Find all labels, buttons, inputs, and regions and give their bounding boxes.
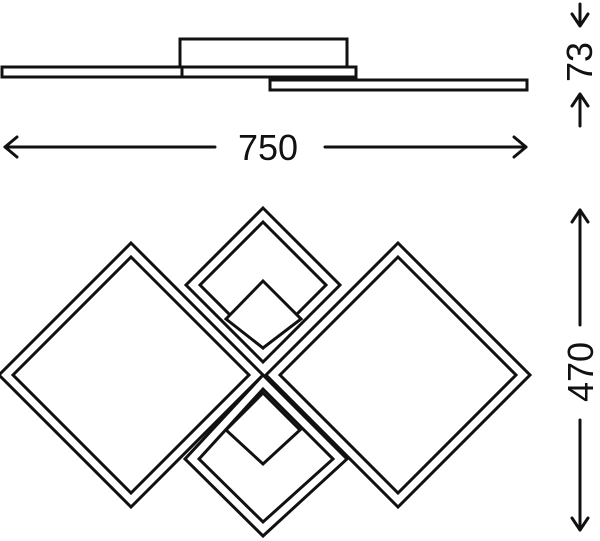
profile-height-label: 73: [559, 42, 600, 82]
width-arrow-right-icon: [512, 135, 528, 159]
width-dimension: 750: [3, 127, 528, 168]
height-arrow-top-icon: [570, 12, 590, 28]
top-plan-view: [0, 205, 533, 539]
profile-right-bar: [268, 78, 529, 92]
frame-large-left: [0, 240, 266, 510]
width-dimension-label: 750: [238, 127, 298, 168]
depth-dimension: 470: [560, 208, 600, 532]
depth-arrow-bottom-icon: [570, 516, 590, 532]
height-arrow-bottom-icon: [570, 92, 590, 108]
depth-dimension-label: 470: [560, 342, 600, 402]
width-arrow-left-icon: [3, 135, 19, 159]
profile-height-dimension: 73: [559, 2, 600, 128]
profile-center-bar: [180, 65, 358, 79]
inner-square-top-front: [223, 278, 304, 350]
inner-square-bottom-front: [223, 390, 303, 467]
profile-left-bar: [0, 65, 184, 79]
frame-large-right: [263, 240, 533, 510]
side-profile-view: [0, 37, 529, 92]
depth-arrow-top-icon: [570, 208, 590, 224]
